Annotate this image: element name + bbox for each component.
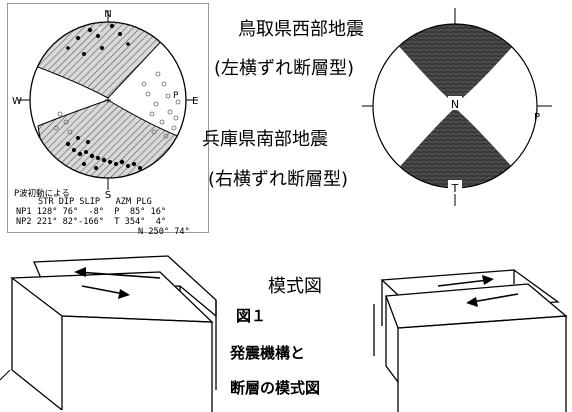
upper-dark-quadrant: [390, 24, 522, 104]
east-label: E: [192, 96, 198, 107]
right-t-label: T: [451, 182, 459, 195]
right-fault-block-diagram: [373, 269, 568, 412]
polarity-caption: P波初動による: [14, 189, 70, 199]
north-label: N: [104, 9, 111, 20]
np1-row: NP1 128° 76° -8° P 85° 16°: [16, 207, 167, 217]
left-beachball-outline: [29, 21, 187, 179]
front-block-front-face: [61, 315, 213, 412]
right-slip-arrows: [437, 275, 519, 307]
p-axis-label: P: [173, 91, 179, 101]
figure-caption-line2: 断層の模式図: [230, 379, 321, 397]
n-axis-row: N 250° 74°: [138, 227, 190, 237]
west-label: W: [12, 96, 22, 107]
t-axis-marker: [448, 180, 462, 194]
hyogo-fault-type: (右横ずれ断層型): [208, 169, 349, 190]
right-front-block-face: [397, 315, 567, 412]
tottori-fault-type: (左横ずれ断層型): [214, 58, 355, 79]
tottori-earthquake-title: 鳥取県西部地震: [238, 19, 364, 40]
front-block-left-face: [11, 278, 63, 411]
left-beachball-svg: N S W E P T: [12, 9, 198, 201]
n-axis-marker: [448, 96, 462, 110]
compression-dots-upper: [66, 23, 130, 56]
schematic-label: 模式図: [268, 276, 322, 297]
right-n-label: N: [451, 98, 459, 111]
south-label: S: [105, 190, 111, 201]
figure-caption-line1: 発震機構と: [230, 344, 306, 362]
np2-row: NP2 221° 82°-166° T 354° 4°: [16, 217, 167, 227]
table-header: STR DIP SLIP AZM PLG: [38, 197, 152, 207]
dilatation-circles: [53, 71, 181, 139]
t-axis-label: T: [96, 27, 103, 37]
right-p-label: P: [534, 112, 540, 123]
left-focal-mechanism-panel: N S W E P T P波初動による STR DIP SLIP AZM PLG…: [7, 3, 209, 237]
hyogo-earthquake-title: 兵庫県南部地震: [202, 129, 328, 150]
left-fault-block-diagram: [0, 255, 217, 412]
slip-arrows: [74, 267, 161, 299]
right-beachball-svg: N P T: [362, 8, 552, 206]
figure-number: 図１: [236, 307, 267, 325]
lower-dark-quadrant: [390, 108, 522, 188]
